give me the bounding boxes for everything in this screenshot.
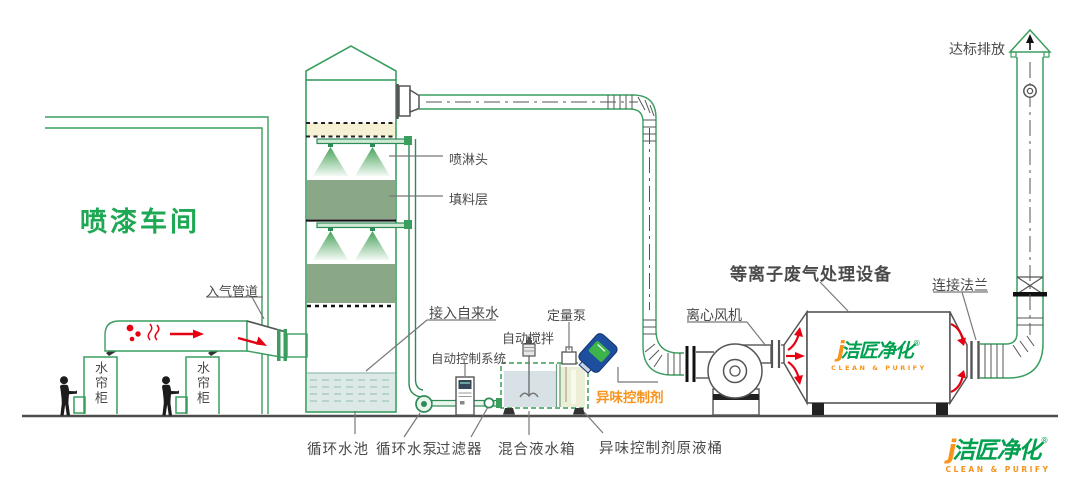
demister-layer xyxy=(307,123,395,137)
circulating-pump xyxy=(415,395,433,413)
tower-roof xyxy=(305,45,397,80)
agent-barrel-blue xyxy=(578,333,618,374)
label-circulating-pool: 循环水池 xyxy=(307,442,369,458)
control-cabinet xyxy=(455,376,475,416)
logo-cn-text: 洁匠净化 xyxy=(840,340,914,362)
label-water-curtain-1: 水帘柜 xyxy=(92,361,107,406)
inlet-diffusion-arrows xyxy=(786,327,805,385)
label-tap-water: 接入自来水 xyxy=(429,306,499,322)
label-water-curtain-2: 水帘柜 xyxy=(194,361,209,406)
pipe-valve-2 xyxy=(404,220,412,229)
label-centrifugal-fan: 离心风机 xyxy=(686,308,742,324)
discharge-arrow xyxy=(1026,34,1034,50)
centrifugal-fan-device xyxy=(696,340,784,416)
water-curtain-cabinet-2 xyxy=(175,356,220,414)
logo-cn-text: 洁匠净化 xyxy=(952,438,1041,464)
label-plasma-equipment: 等离子废气处理设备 xyxy=(730,265,892,285)
fan-inlet-flange xyxy=(685,346,696,382)
logo-reg-mark: ® xyxy=(1040,436,1049,445)
logo-reg-mark: ® xyxy=(912,339,921,348)
brand-logo-corner: j洁匠净化® CLEAN & PURIFY xyxy=(933,435,1063,475)
pipe-valve-1 xyxy=(404,136,412,145)
label-packing-layer: 填料层 xyxy=(449,193,489,208)
label-inlet-duct: 入气管道 xyxy=(206,285,259,300)
duct-centerlines xyxy=(426,101,650,310)
label-odor-agent: 异味控制剂 xyxy=(596,390,664,406)
packing-layer-2 xyxy=(307,264,395,303)
label-filter: 过滤器 xyxy=(436,442,483,458)
flow-arrow xyxy=(170,329,267,346)
mixing-tank xyxy=(500,336,589,415)
label-spray-head: 喷淋头 xyxy=(449,153,489,168)
equipment-foot-1 xyxy=(812,403,824,415)
outlet-flange xyxy=(970,341,980,379)
tank-inlet-fitting xyxy=(496,398,502,408)
label-connect-flange: 连接法兰 xyxy=(932,278,988,294)
tank-leg-1 xyxy=(503,408,515,415)
logo-subtext: CLEAN & PURIFY xyxy=(945,465,1051,474)
filter-device xyxy=(483,397,495,409)
tower-body xyxy=(305,79,397,413)
tower-water-basin xyxy=(307,373,395,412)
leader-lines xyxy=(206,155,988,438)
logo-j-mark: j xyxy=(947,435,957,465)
logo-subtext: CLEAN & PURIFY xyxy=(831,364,927,372)
brand-logo-equipment: j洁匠净化® CLEAN & PURIFY xyxy=(826,338,932,373)
exhaust-stack xyxy=(980,28,1052,379)
inlet-duct xyxy=(104,320,308,361)
tank-leg-2 xyxy=(573,408,585,415)
equipment-foot-2 xyxy=(936,403,948,415)
tower-outlet xyxy=(396,84,420,119)
label-agent-barrel: 异味控制剂原液桶 xyxy=(599,441,723,457)
outlet-converging-arrows xyxy=(950,322,966,394)
label-workshop: 喷漆车间 xyxy=(80,207,200,238)
plasma-equipment-unit xyxy=(783,309,968,415)
packing-layer-1 xyxy=(307,180,395,219)
sampling-port xyxy=(1023,84,1037,98)
spray-feed-pipe xyxy=(408,139,424,398)
label-mixing-tank: 混合液水箱 xyxy=(498,442,576,458)
paint-mist xyxy=(126,324,141,342)
label-metering-pump: 定量泵 xyxy=(547,309,587,324)
logo-j-mark: j xyxy=(837,338,845,363)
label-discharge: 达标排放 xyxy=(949,42,1005,58)
label-auto-control: 自动控制系统 xyxy=(431,351,507,366)
auto-stirrer xyxy=(519,356,539,398)
label-auto-stir: 自动搅拌 xyxy=(502,332,555,347)
workshop-outline xyxy=(45,116,269,414)
duct-corrugation xyxy=(607,95,681,375)
duct-tower-to-fan xyxy=(419,94,684,376)
label-circulating-pump: 循环水泵 xyxy=(376,442,438,458)
scrubber-tower xyxy=(305,45,420,413)
water-curtain-cabinet-1 xyxy=(73,356,118,414)
